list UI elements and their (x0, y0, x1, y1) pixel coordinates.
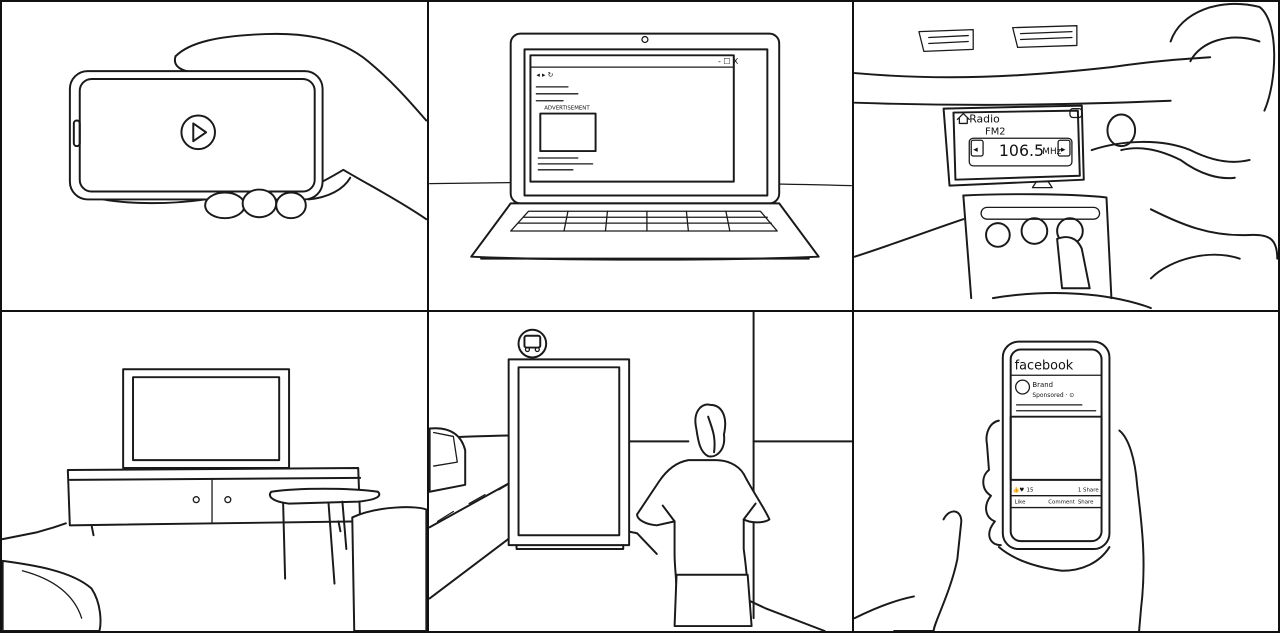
panel-car-radio: Radio FM2 ◂ 106.5 MHz ▸ (852, 0, 1280, 312)
panel-phone-video (0, 0, 429, 312)
panel-living-room-tv (0, 310, 429, 633)
advertisement-box[interactable] (539, 112, 597, 153)
facebook-phone-drawing: facebook Brand Sponsored · ⊙ 👍♥ 15 1 Sha… (854, 340, 1145, 631)
laptop-drawing: - ☐ X ◂ ▸ ↻ ADVERTISEMENT (429, 32, 852, 261)
radio-title: Radio (969, 112, 1000, 125)
like-button[interactable]: Like (1015, 500, 1026, 506)
post-brand-name[interactable]: Brand (1032, 381, 1053, 389)
phone-video-drawing (68, 32, 427, 221)
billboard-blank-ad[interactable] (517, 366, 621, 537)
post-sponsored-label: Sponsored · ⊙ (1032, 393, 1074, 399)
panel-laptop-browser: - ☐ X ◂ ▸ ↻ ADVERTISEMENT (427, 0, 854, 312)
share-button[interactable]: Share (1078, 500, 1094, 506)
post-image[interactable] (1009, 415, 1103, 481)
bus-stop-sign-icon (517, 328, 548, 359)
radio-frequency: 106.5 (999, 141, 1044, 160)
browser-nav-arrows[interactable]: ◂ ▸ ↻ (536, 71, 553, 79)
bus-stop-drawing (429, 312, 852, 631)
tv-screen[interactable] (122, 368, 291, 470)
car-radio-drawing: Radio FM2 ◂ 106.5 MHz ▸ (854, 2, 1278, 310)
post-share-count: 1 Share (1078, 488, 1099, 494)
radio-station: FM2 (985, 126, 1005, 137)
post-reaction-icons: 👍♥ (1013, 487, 1025, 494)
radio-menu-icon[interactable] (1069, 107, 1083, 119)
panel-facebook-phone: facebook Brand Sponsored · ⊙ 👍♥ 15 1 Sha… (852, 310, 1280, 633)
radio-prev-icon: ◂ (973, 145, 978, 155)
radio-unit: MHz (1042, 147, 1061, 157)
living-room-drawing (2, 368, 427, 631)
comment-button[interactable]: Comment (1048, 500, 1075, 506)
facebook-app-name: facebook (1015, 358, 1074, 373)
browser-window-controls[interactable]: - ☐ X (718, 57, 739, 66)
radio-next-button[interactable] (1057, 139, 1071, 157)
advertisement-label: ADVERTISEMENT (544, 106, 590, 112)
panel-bus-stop-billboard (427, 310, 854, 633)
radio-prev-button[interactable] (970, 139, 984, 157)
play-button-icon[interactable] (180, 114, 216, 151)
billboard-frame (507, 358, 631, 547)
post-reaction-count: 15 (1026, 488, 1033, 494)
woman-figure (636, 403, 771, 628)
brand-avatar[interactable] (1014, 379, 1031, 395)
radio-next-icon: ▸ (1061, 145, 1066, 155)
